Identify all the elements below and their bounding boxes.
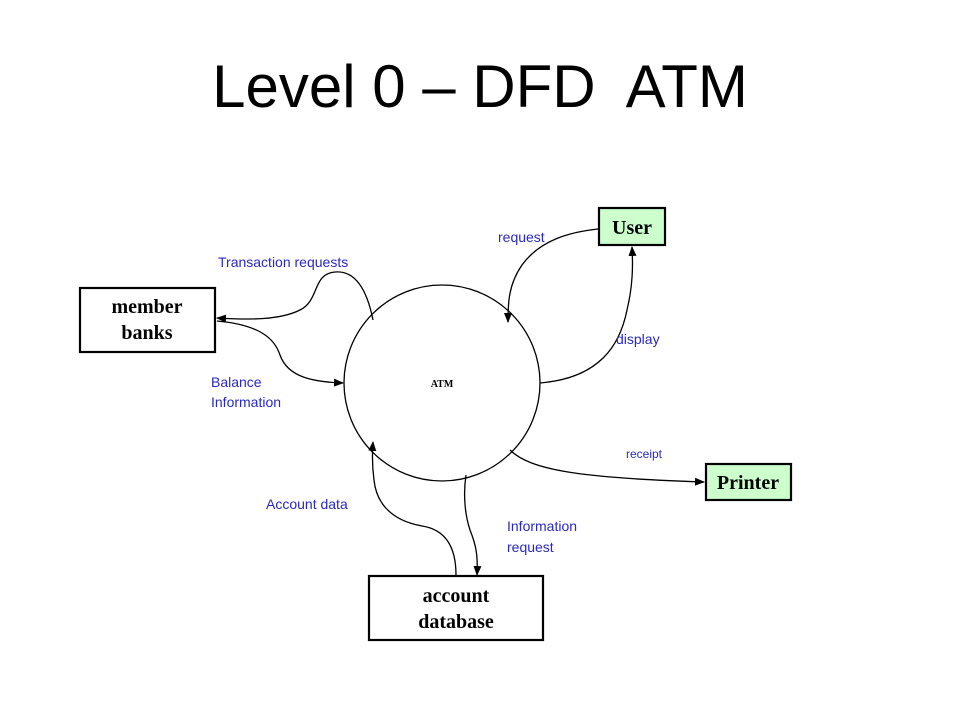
flow-request-arrow — [504, 228, 599, 323]
member-banks-entity[interactable]: member banks — [78, 286, 217, 354]
printer-box — [704, 462, 793, 502]
flow-balance-information-label-line1: Balance — [211, 374, 262, 390]
flow-receipt-arrow — [509, 449, 705, 486]
member-banks-box — [78, 286, 217, 354]
flow-information-request-arrow — [463, 474, 482, 576]
flow-information-request-label-line2: request — [507, 539, 554, 555]
flow-display-label: display — [616, 331, 660, 347]
account-database-label-line2: database — [418, 611, 494, 633]
page-title: Level 0 – DFD ATM — [212, 53, 748, 120]
flow-request-label: request — [498, 229, 545, 245]
member-banks-label-line2: banks — [121, 322, 172, 344]
flow-receipt-label: receipt — [626, 447, 663, 461]
account-database-label-line1: account — [423, 585, 490, 607]
account-database-box — [367, 574, 545, 642]
printer-label: Printer — [717, 472, 779, 494]
account-database-entity[interactable]: account database — [367, 574, 545, 642]
user-entity[interactable]: User — [597, 206, 667, 247]
flow-transaction-requests-arrow — [216, 271, 374, 323]
user-box — [597, 206, 667, 247]
atm-process[interactable]: ATM — [343, 284, 541, 482]
member-banks-label-line1: member — [111, 296, 182, 318]
flow-display-arrow — [539, 246, 637, 384]
flow-information-request-label-line1: Information — [507, 518, 577, 534]
flow-transaction-requests-label: Transaction requests — [218, 254, 348, 270]
flow-balance-information-arrow — [216, 320, 344, 387]
printer-entity[interactable]: Printer — [704, 462, 793, 502]
flow-account-data-label: Account data — [266, 496, 348, 512]
flow-balance-information-label-line2: Information — [211, 394, 281, 410]
user-label: User — [612, 217, 652, 239]
atm-process-label: ATM — [431, 379, 454, 390]
flow-account-data-arrow — [368, 441, 457, 576]
